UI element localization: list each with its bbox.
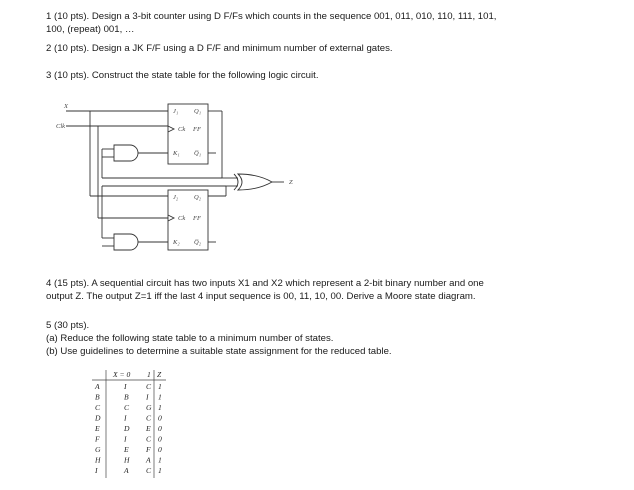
question-5-part-a: (a) Reduce the following state table to … [46,333,334,344]
state-cell: F [94,435,100,444]
next-state-x0-cell: E [123,445,129,454]
question-3-text: 3 (10 pts). Construct the state table fo… [46,70,319,81]
state-cell: D [94,414,101,423]
next-state-x0-cell: I [123,435,127,444]
x-input-label: X [63,103,69,110]
state-cell: A [94,382,100,391]
and-gate-1 [113,144,139,162]
state-cell: I [94,466,98,475]
next-state-x1-cell: I [145,393,149,402]
ff2-ck-label: Ck [178,215,185,222]
xor-gate [236,173,273,191]
next-state-x0-cell: A [123,466,129,475]
question-4-line-2: output Z. The output Z=1 iff the last 4 … [46,291,476,302]
state-cell: C [95,403,101,412]
ff1-ff-label: FF [192,126,202,133]
question-3: 3 (10 pts). Construct the state table fo… [46,69,319,82]
output-z-cell: 1 [158,456,162,465]
ff2-clock-triangle [167,214,176,222]
question-2: 2 (10 pts). Design a JK F/F using a D F/… [46,42,393,55]
state-table-x1-label: 1 [147,370,151,379]
state-table-x-label: X = 0 [112,370,131,379]
next-state-x0-cell: H [123,456,130,465]
next-state-x0-cell: I [123,382,127,391]
state-cell: B [95,393,100,402]
ff1-qbar-label: Q̅₁ [194,150,201,157]
next-state-x1-cell: C [146,382,152,391]
output-z-cell: 1 [158,403,162,412]
next-state-x0-cell: D [123,424,130,433]
next-state-x0-cell: C [124,403,130,412]
question-5-title: 5 (30 pts). [46,320,90,331]
ff1-k-label: K₁ [172,150,180,157]
output-z-cell: 1 [158,382,162,391]
ff2-q-label: Q₂ [194,194,202,201]
and-gate-2 [113,233,139,251]
state-cell: E [94,424,100,433]
question-1-line-1: 1 (10 pts). Design a 3-bit counter using… [46,11,497,22]
next-state-x1-cell: A [145,456,151,465]
question-5-part-b: (b) Use guidelines to determine a suitab… [46,346,392,357]
next-state-x0-cell: I [123,414,127,423]
question-4-line-1: 4 (15 pts). A sequential circuit has two… [46,278,484,289]
ff2-k-label: K₂ [172,239,180,246]
next-state-x1-cell: G [146,403,152,412]
ff1-ck-label: Ck [178,126,185,133]
jk-flip-flop-1 [167,103,209,165]
ff2-ff-label: FF [192,215,202,222]
next-state-x1-cell: F [145,445,151,454]
output-z-cell: 1 [158,466,162,475]
state-table-z-label: Z [157,370,162,379]
next-state-x1-cell: E [145,424,151,433]
state-cell: G [95,445,101,454]
question-1: 1 (10 pts). Design a 3-bit counter using… [46,10,606,36]
next-state-x1-cell: C [146,435,152,444]
ff1-q-label: Q₁ [194,108,201,115]
output-z-cell: 0 [158,435,162,444]
next-state-x1-cell: C [146,466,152,475]
question-5: 5 (30 pts). (a) Reduce the following sta… [46,319,606,358]
ff2-qbar-label: Q̅₂ [194,239,202,246]
question-4: 4 (15 pts). A sequential circuit has two… [46,277,606,303]
output-z-cell: 0 [158,414,162,423]
ff1-j-label: J₁ [173,108,178,115]
state-cell: H [94,456,101,465]
output-z-cell: 0 [158,424,162,433]
next-state-x1-cell: C [146,414,152,423]
question-1-line-2: 100, (repeat) 001, … [46,24,135,35]
output-z-cell: 1 [158,393,162,402]
next-state-x0-cell: B [124,393,129,402]
ff1-clock-triangle [167,125,176,133]
clock-input-label: Clk [56,123,65,130]
question-2-text: 2 (10 pts). Design a JK F/F using a D F/… [46,43,393,54]
ff2-j-label: J₂ [173,194,179,201]
z-output-label: Z [289,179,293,186]
jk-flip-flop-2 [167,189,209,251]
output-z-cell: 0 [158,445,162,454]
